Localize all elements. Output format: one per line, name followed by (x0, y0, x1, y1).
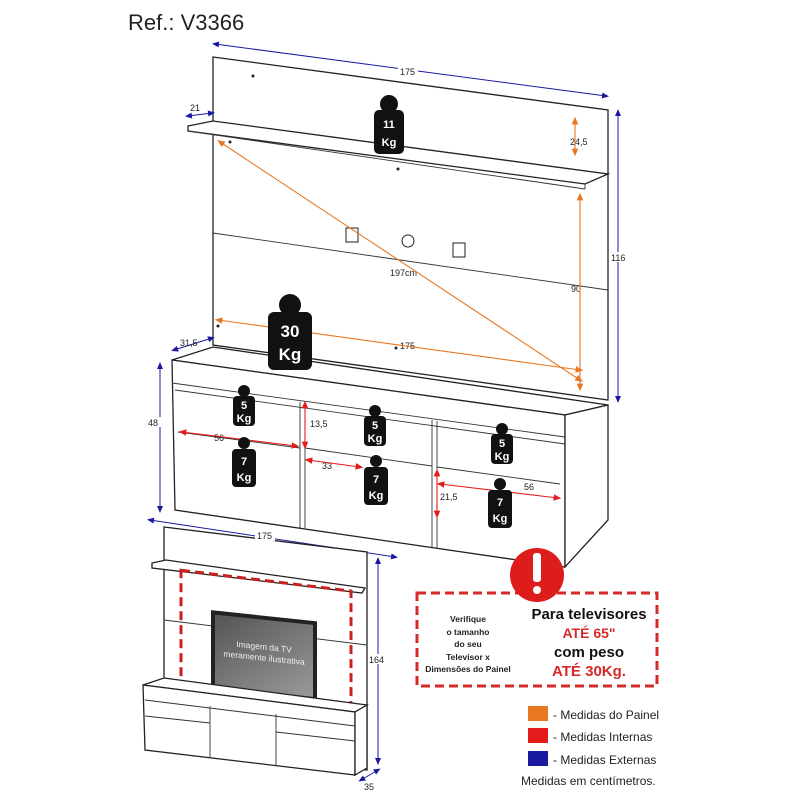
legend: - Medidas do Painel - Medidas Internas -… (521, 706, 659, 788)
svg-text:Kg: Kg (279, 345, 302, 364)
reference-title: Ref.: V3366 (128, 10, 244, 35)
dim-rack-depth: 31,5 (180, 338, 198, 348)
weight-top-left: 5Kg (233, 385, 255, 426)
warning-line3: com peso (554, 644, 624, 661)
warning-left-line: o tamanho (447, 627, 490, 637)
dim-niche-height-right: 21,5 (440, 492, 458, 502)
weight-bottom-mid: 7Kg (364, 455, 388, 505)
dim-niche-width-right: 56 (524, 482, 534, 492)
legend-swatch-red (528, 728, 548, 743)
dim-shelf-height: 24,5 (570, 137, 588, 147)
weight-bottom-right: 7Kg (488, 478, 512, 528)
svg-text:11: 11 (383, 119, 395, 131)
svg-text:Kg: Kg (237, 413, 252, 425)
weight-panel-30kg: 30Kg (268, 294, 312, 370)
svg-text:7: 7 (373, 474, 379, 486)
warning-left-line: do seu (454, 639, 481, 649)
warning-left-line: Verifique (450, 614, 486, 624)
svg-text:Kg: Kg (237, 472, 252, 484)
svg-text:7: 7 (497, 497, 503, 509)
rack-side (564, 404, 609, 569)
legend-label: - Medidas do Painel (553, 708, 659, 722)
tv-illustration: Imagem da TV meramente ilustrativa (211, 610, 317, 704)
dim-niche-height: 13,5 (310, 419, 328, 429)
tv-size-warning: Verifique o tamanho do seu Televisor x D… (415, 548, 659, 688)
svg-text:Kg: Kg (369, 490, 384, 502)
svg-text:5: 5 (499, 438, 505, 450)
dim-shelf-depth: 21 (190, 103, 200, 113)
svg-text:5: 5 (241, 400, 247, 412)
small-dim-height: 164 (369, 655, 384, 665)
internal-dimensions (178, 400, 562, 519)
warning-line1: Para televisores (531, 606, 646, 623)
units-footnote: Medidas em centímetros. (521, 774, 656, 788)
cable-hole-icon (401, 234, 415, 248)
svg-text:Kg: Kg (368, 433, 383, 445)
small-dim-depth: 35 (364, 782, 374, 792)
legend-swatch-blue (528, 751, 548, 766)
warning-left-line: Televisor x (446, 652, 490, 662)
warning-line4: ATÉ 30Kg. (552, 663, 626, 680)
svg-text:Kg: Kg (382, 137, 397, 149)
warning-line2: ATÉ 65" (562, 625, 615, 641)
weight-bottom-left: 7Kg (232, 437, 256, 487)
svg-text:30: 30 (281, 322, 300, 341)
svg-text:5: 5 (372, 420, 378, 432)
svg-text:Kg: Kg (493, 513, 508, 525)
svg-text:7: 7 (241, 456, 247, 468)
dim-panel-width: 175 (400, 67, 415, 77)
small-view-drawing: Imagem da TV meramente ilustrativa (142, 526, 369, 777)
dim-niche-width-left: 56 (214, 433, 224, 443)
legend-label: - Medidas Internas (553, 730, 652, 744)
bracket-icon (452, 242, 466, 258)
bracket-icon (345, 227, 359, 243)
legend-label: - Medidas Externas (553, 753, 656, 767)
warning-left-line: Dimensões do Painel (425, 664, 511, 674)
legend-swatch-orange (528, 706, 548, 721)
weight-top-mid: 5Kg (364, 405, 386, 446)
weight-top-right: 5Kg (491, 423, 513, 464)
svg-text:Kg: Kg (495, 451, 510, 463)
dim-rack-height: 48 (148, 418, 158, 428)
dim-panel-height: 116 (611, 253, 625, 263)
small-dim-width: 175 (257, 531, 272, 541)
